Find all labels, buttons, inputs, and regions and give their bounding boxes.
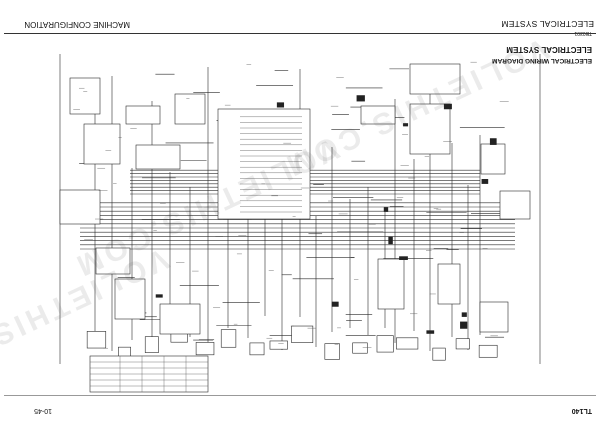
component-box [352, 342, 368, 354]
component-box [396, 337, 419, 350]
component-box [432, 347, 446, 361]
diagram-subtitle: ELECTRICAL WIRING DIAGRAM [492, 57, 592, 64]
connector-block [360, 105, 396, 125]
component-box [269, 340, 288, 350]
relay-symbol [443, 103, 452, 110]
relay-symbol [388, 236, 393, 245]
relay-symbol [481, 179, 489, 184]
connector-block [409, 103, 451, 155]
component-box [455, 338, 470, 350]
relay-symbol [383, 207, 389, 212]
component-box [324, 343, 340, 360]
relay-symbol [426, 330, 435, 334]
component-box [195, 342, 215, 356]
relay-symbol [489, 138, 497, 145]
relay-symbol [356, 95, 365, 102]
connector-block [114, 278, 146, 320]
relay-symbol [155, 294, 163, 298]
connector-block [377, 258, 405, 310]
footer-right-label: ELECTRICAL SYSTEM [501, 19, 594, 29]
component-box [144, 336, 159, 353]
component-box [220, 329, 237, 348]
relay-symbol [403, 123, 409, 127]
component-box [249, 342, 265, 356]
diagram-section-title: ELECTRICAL SYSTEM [506, 45, 592, 54]
connector-block [95, 247, 131, 275]
connector-block [437, 263, 461, 305]
relay-symbol [399, 256, 408, 260]
component-box [478, 344, 498, 358]
connector-block [83, 123, 121, 165]
connector-block [135, 144, 181, 170]
connector-block [159, 303, 201, 335]
relay-symbol [460, 321, 468, 329]
relay-symbol [331, 301, 339, 307]
connector-block [479, 301, 509, 333]
connector-block [409, 63, 461, 95]
relay-symbol [461, 312, 467, 317]
footer-rule [4, 33, 596, 34]
relay-symbol [276, 102, 285, 108]
connector-block [69, 77, 101, 115]
component-box [291, 325, 314, 343]
component-box [86, 331, 107, 349]
connector-block [174, 93, 206, 125]
component-box [376, 335, 394, 353]
connector-block [480, 143, 506, 175]
connector-block [59, 189, 101, 225]
component-box [118, 346, 131, 358]
footer-left-label: MACHINE CONFIGURATION [24, 20, 130, 29]
connector-block [125, 105, 161, 125]
connector-block [499, 190, 531, 220]
